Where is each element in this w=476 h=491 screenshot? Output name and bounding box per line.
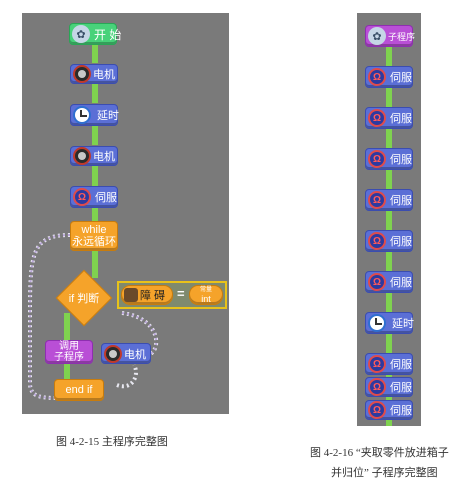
servo-icon: Ω xyxy=(368,273,386,291)
start-block[interactable]: ✿ 开 始 xyxy=(69,23,121,45)
servo-icon: Ω xyxy=(368,68,386,86)
servo-block[interactable]: Ω 伺服 xyxy=(365,189,413,211)
connector xyxy=(92,166,98,186)
condition-expression[interactable]: 障 碍 = 常量 int xyxy=(117,281,227,309)
servo-icon: Ω xyxy=(368,109,386,127)
servo-block[interactable]: Ω 伺服 xyxy=(365,148,413,170)
int-constant-block[interactable]: 常量 int xyxy=(189,285,223,305)
while-label: 永远循环 xyxy=(72,235,116,248)
motor-icon xyxy=(104,344,122,363)
connector xyxy=(64,313,70,340)
connector xyxy=(92,250,98,278)
gear-icon: ✿ xyxy=(368,27,386,45)
motor-block[interactable]: 电机 xyxy=(70,146,118,166)
motor-label: 电机 xyxy=(93,69,115,81)
servo-icon: Ω xyxy=(73,188,91,206)
motor-block[interactable]: 电机 xyxy=(101,343,151,364)
motor-label: 电机 xyxy=(93,151,115,163)
constant-type: int xyxy=(201,293,211,304)
call-subroutine-block[interactable]: 调用 子程序 xyxy=(45,340,93,364)
figure-caption-subroutine-line2: 并归位” 子程序完整图 xyxy=(331,467,438,479)
servo-label: 伺服 xyxy=(95,192,117,204)
if-label: if 判断 xyxy=(68,293,100,305)
if-block[interactable]: if 判断 xyxy=(53,269,115,327)
motor-block[interactable]: 电机 xyxy=(70,64,118,84)
servo-label: 伺服 xyxy=(390,236,412,248)
servo-label: 伺服 xyxy=(390,382,412,394)
connector xyxy=(92,125,98,145)
servo-label: 伺服 xyxy=(390,72,412,84)
servo-block[interactable]: Ω 伺服 xyxy=(70,186,118,208)
servo-icon: Ω xyxy=(368,191,386,209)
servo-block[interactable]: Ω 伺服 xyxy=(365,107,413,129)
delay-label: 延时 xyxy=(97,110,119,122)
obstacle-sensor-block[interactable]: 障 碍 xyxy=(121,285,173,305)
end-if-label: end if xyxy=(65,384,93,396)
delay-label: 延时 xyxy=(392,318,414,330)
call-keyword: 调用 xyxy=(59,341,79,352)
connector xyxy=(64,363,70,379)
servo-block[interactable]: Ω 伺服 xyxy=(365,377,413,397)
while-loop-block[interactable]: while 永远循环 xyxy=(70,221,118,251)
servo-block[interactable]: Ω 伺服 xyxy=(365,400,413,420)
motor-label: 电机 xyxy=(124,348,146,361)
subroutine-label: 子程序 xyxy=(54,352,84,363)
subroutine-start-label: 子程序 xyxy=(388,31,416,42)
equals-operator: = xyxy=(177,286,185,301)
motor-icon xyxy=(73,65,91,83)
servo-icon: Ω xyxy=(368,355,386,373)
servo-block[interactable]: Ω 伺服 xyxy=(365,271,413,293)
servo-icon: Ω xyxy=(368,378,386,396)
servo-icon: Ω xyxy=(368,401,386,419)
servo-label: 伺服 xyxy=(390,405,412,417)
connector xyxy=(92,43,98,63)
loop-wire xyxy=(28,233,159,400)
servo-block[interactable]: Ω 伺服 xyxy=(365,66,413,88)
delay-block[interactable]: 延时 xyxy=(70,104,119,126)
servo-label: 伺服 xyxy=(390,154,412,166)
connector xyxy=(92,83,98,103)
servo-block[interactable]: Ω 伺服 xyxy=(365,230,413,252)
constant-tag: 常量 xyxy=(199,286,212,293)
delay-block[interactable]: 延时 xyxy=(365,312,414,334)
end-if-block[interactable]: end if xyxy=(54,379,104,401)
while-keyword: while xyxy=(81,223,107,236)
subroutine-start-block[interactable]: ✿ 子程序 xyxy=(365,25,416,47)
clock-icon xyxy=(73,106,91,124)
servo-label: 伺服 xyxy=(390,113,412,125)
figure-caption-main: 图 4-2-15 主程序完整图 xyxy=(56,436,168,448)
connector xyxy=(92,207,98,222)
sensor-label: 障 碍 xyxy=(140,290,166,302)
servo-label: 伺服 xyxy=(390,195,412,207)
servo-label: 伺服 xyxy=(390,359,412,371)
servo-icon: Ω xyxy=(368,232,386,250)
gear-icon: ✿ xyxy=(72,25,90,43)
subroutine-canvas[interactable]: ✿ 子程序 Ω 伺服 Ω 伺服 Ω 伺服 Ω 伺服 Ω 伺服 Ω 伺服 延时 Ω… xyxy=(357,13,421,426)
sensor-icon xyxy=(124,288,138,302)
figure-caption-subroutine-line1: 图 4-2-16 “夹取零件放进箱子 xyxy=(310,447,449,459)
servo-block[interactable]: Ω 伺服 xyxy=(365,353,413,375)
start-label: 开 始 xyxy=(94,27,122,42)
servo-icon: Ω xyxy=(368,150,386,168)
main-program-canvas[interactable]: ✿ 开 始 电机 延时 电机 Ω 伺服 while 永远循环 if 判断 障 碍… xyxy=(22,13,229,414)
motor-icon xyxy=(73,147,91,165)
servo-label: 伺服 xyxy=(390,277,412,289)
clock-icon xyxy=(368,314,386,332)
